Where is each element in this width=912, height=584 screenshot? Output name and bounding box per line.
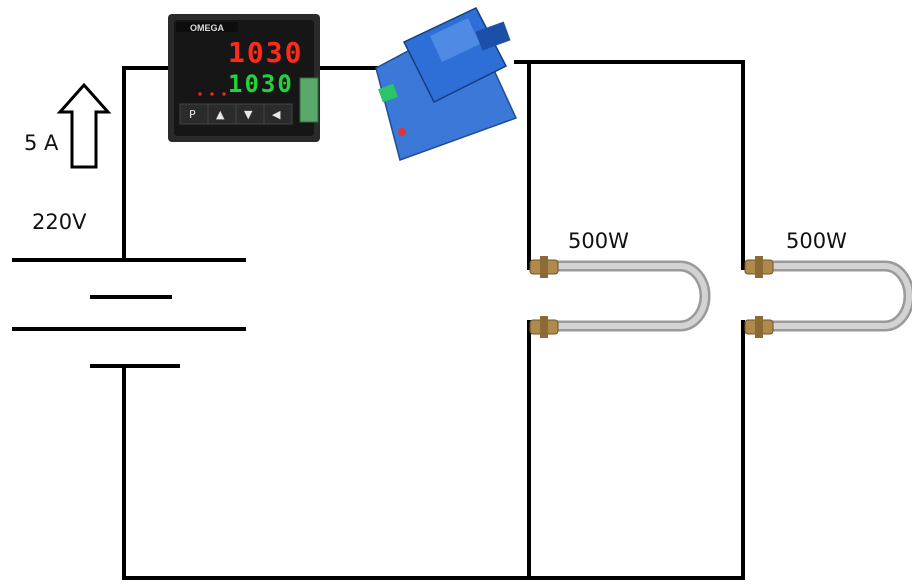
heater-1-terminal-bottom	[529, 316, 559, 338]
current-arrow-icon	[56, 82, 112, 169]
relay-screw-terminals	[475, 21, 511, 51]
relay-module	[375, 7, 518, 161]
temperature-controller: OMEGA 1030 1030 P ▲ ▼ ◀	[168, 14, 320, 142]
wire-supply-to-controller	[122, 66, 170, 260]
relay-led	[398, 128, 406, 136]
controller-terminal-block	[299, 77, 319, 123]
controller-buttons: P ▲ ▼ ◀	[179, 103, 293, 125]
controller-button-up: ▲	[216, 108, 225, 121]
heater-element-1	[529, 256, 711, 338]
voltage-label: 220V	[32, 210, 87, 234]
controller-button-left: ◀	[272, 108, 281, 121]
heater-2-power-label: 500W	[786, 229, 847, 253]
heater-2-terminal-top	[744, 256, 774, 278]
battery-symbol	[12, 258, 246, 368]
controller-button-down: ▼	[244, 108, 253, 121]
heater-2-terminal-bottom	[744, 316, 774, 338]
wires	[122, 60, 745, 580]
controller-brand: OMEGA	[190, 23, 225, 33]
heater-1-power-label: 500W	[568, 229, 629, 253]
heater-element-2	[744, 256, 912, 338]
current-label: 5 A	[24, 131, 59, 155]
relay-pin-header	[378, 83, 398, 103]
heater-1-terminal-top	[529, 256, 559, 278]
wire-relay-to-heaters	[514, 60, 745, 270]
controller-button-p: P	[189, 108, 196, 121]
controller-pv-display: 1030	[228, 36, 303, 69]
controller-sv-display: 1030	[228, 70, 294, 98]
controller-indicator-leds	[198, 92, 226, 96]
wire-return	[122, 320, 745, 580]
